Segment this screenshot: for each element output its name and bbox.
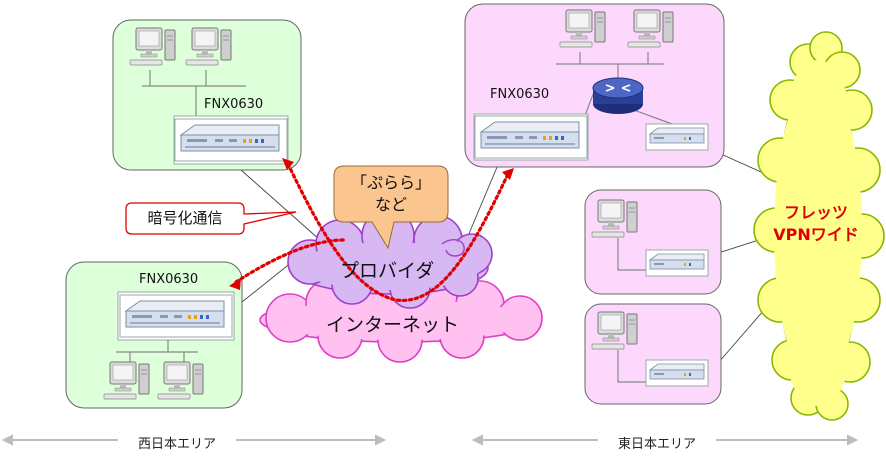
west-lower-site	[65, 261, 243, 409]
core-router-icon	[592, 77, 644, 114]
encryption-label: 暗号化通信	[147, 209, 223, 227]
provider-cloud	[287, 209, 493, 309]
router-icon	[174, 118, 288, 162]
west-upper-site	[112, 19, 302, 171]
internet-cloud	[259, 271, 543, 363]
flets-vpn-cloud	[753, 31, 885, 421]
east-main-site	[464, 3, 725, 168]
arrow-icon	[229, 278, 241, 290]
east-area-label: 東日本エリア	[617, 437, 696, 452]
encrypted-link	[234, 162, 510, 302]
west-area-label-box	[118, 428, 236, 454]
flets-label-line1: フレッツ	[783, 203, 848, 222]
router-model-label: FNX0630	[490, 87, 550, 102]
router-icon	[474, 115, 588, 159]
east-branch-site-1	[584, 189, 722, 295]
arrow-icon	[502, 168, 514, 180]
encrypted-loop	[441, 239, 465, 257]
lan-lines	[116, 340, 198, 362]
flets-label-line2: VPNワイド	[773, 225, 859, 244]
provider-cloud-label: プロバイダ	[340, 260, 435, 282]
west-area-label: 西日本エリア	[137, 437, 216, 452]
arrowheads	[229, 158, 514, 290]
router-icon	[645, 249, 709, 277]
router-icon	[645, 123, 709, 151]
router-icon	[645, 359, 709, 387]
lan-lines	[142, 70, 246, 118]
provider-callout	[333, 165, 449, 250]
provider-example-line2: など	[374, 195, 407, 214]
provider-example-line1: 「ぷらら」	[350, 173, 431, 192]
router-model-label: FNX0630	[204, 97, 264, 112]
router-icon	[119, 294, 233, 338]
internet-cloud-label: インターネット	[326, 314, 460, 336]
east-area-label-box	[598, 428, 716, 454]
east-branch-site-2	[584, 303, 722, 405]
router-model-label: FNX0630	[139, 272, 199, 287]
encryption-callout	[125, 202, 297, 235]
arrow-icon	[282, 158, 294, 170]
